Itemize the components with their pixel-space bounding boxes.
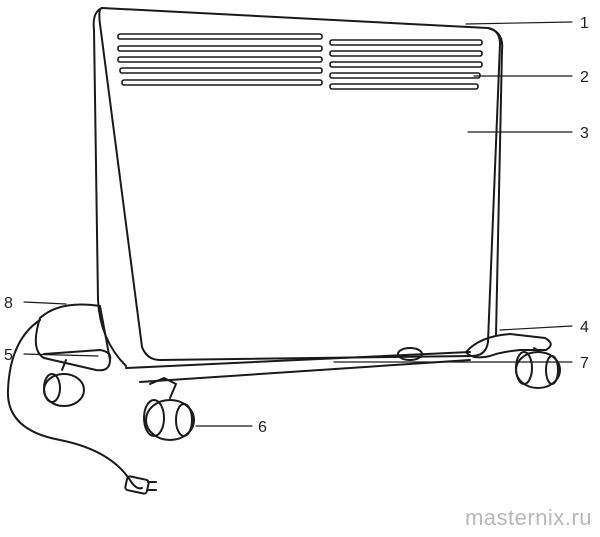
callout-6: 6 <box>258 419 267 436</box>
heater-side-edge <box>92 7 127 367</box>
heater-panel <box>98 7 501 361</box>
castor-wheel-right <box>515 347 561 389</box>
power-cord <box>6 319 143 490</box>
left-stand <box>34 303 111 372</box>
watermark: masternix.ru <box>464 505 592 530</box>
bottom-rail <box>125 351 471 369</box>
callout-4: 4 <box>580 319 589 336</box>
callout-leaders <box>23 21 573 427</box>
air-grille <box>117 33 483 90</box>
castor-wheel-left-rear <box>43 359 85 407</box>
right-stand <box>465 333 552 359</box>
callout-1: 1 <box>580 15 589 32</box>
plug-icon <box>124 475 157 495</box>
callout-2: 2 <box>580 69 589 86</box>
castor-wheel-front <box>143 377 195 441</box>
callout-3: 3 <box>580 125 589 142</box>
callout-5: 5 <box>4 347 13 364</box>
callout-7: 7 <box>580 355 589 372</box>
heater-side-edge-right <box>487 27 504 336</box>
callout-8: 8 <box>4 295 13 312</box>
castor-wheel-center-rear <box>397 347 423 361</box>
